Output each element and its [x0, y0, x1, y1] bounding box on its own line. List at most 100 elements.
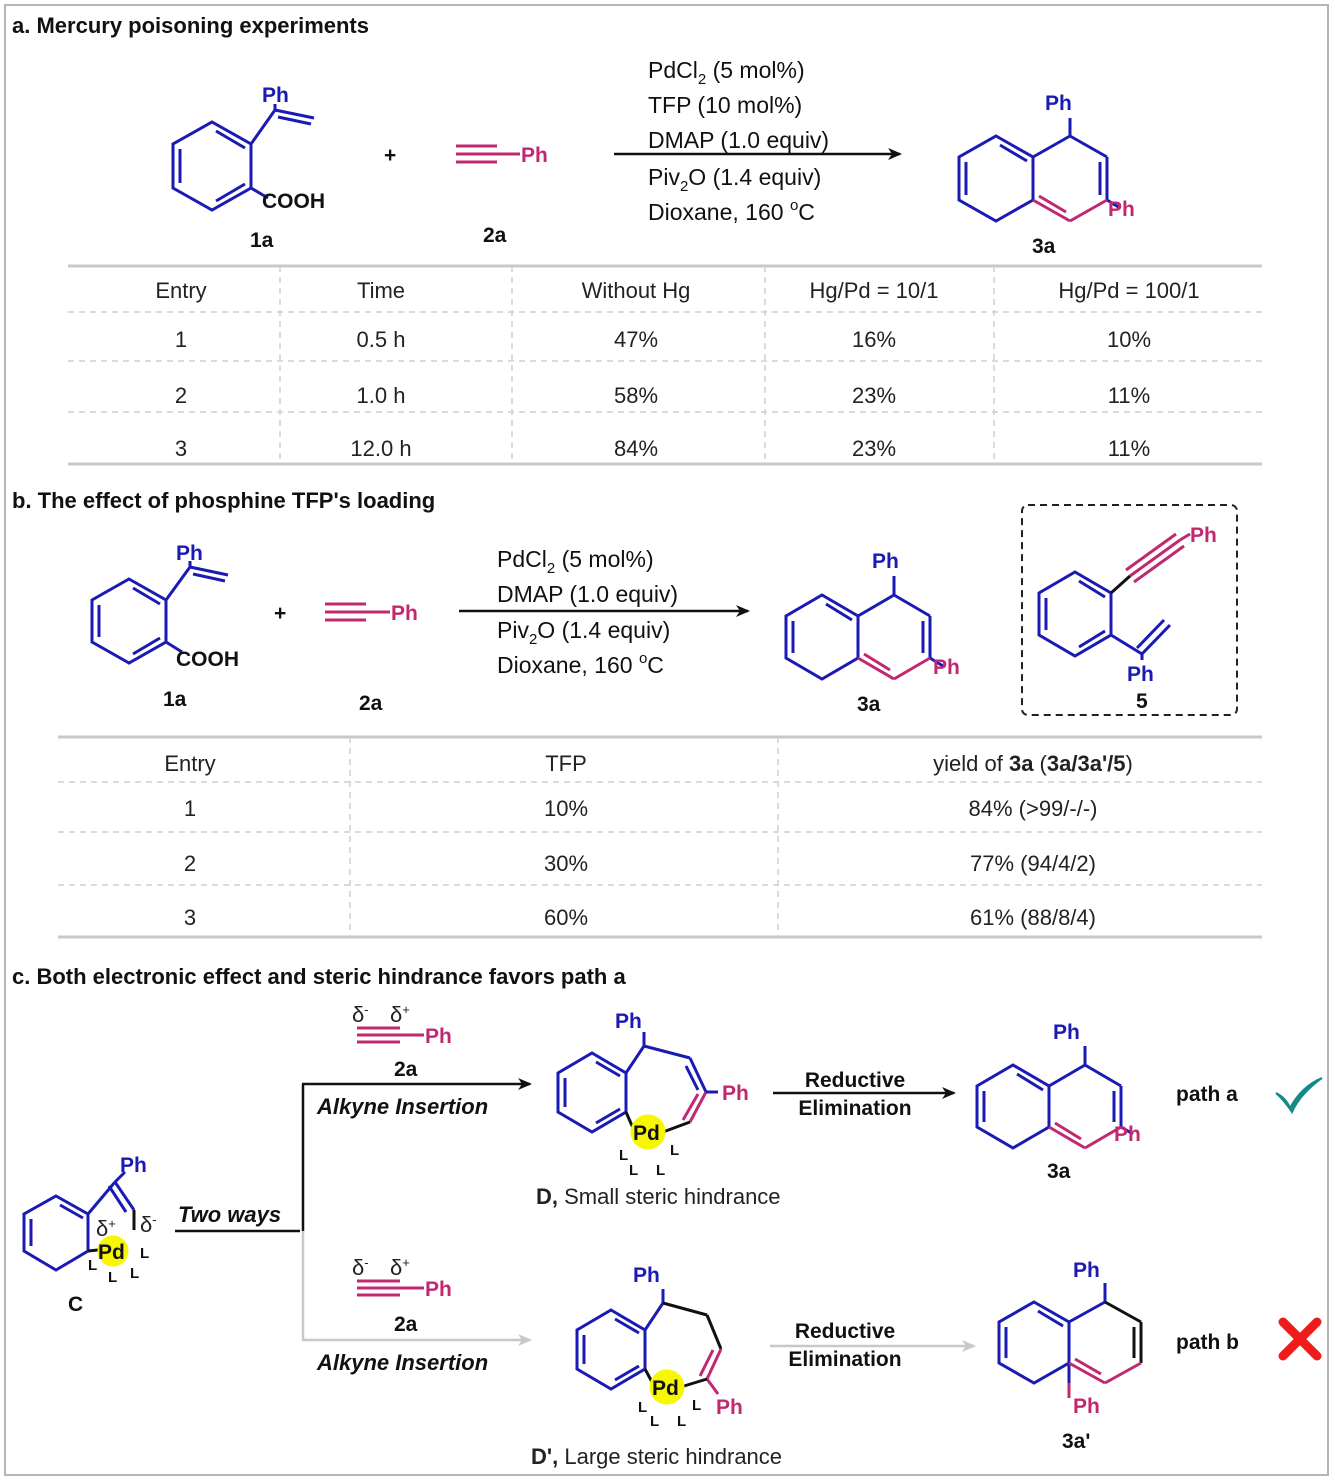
cond-a-3: DMAP (1.0 equiv): [648, 127, 829, 153]
table-a-cell: 11%: [1108, 383, 1150, 408]
table-b-header-yield: yield of 3a (3a/3a'/5): [933, 751, 1133, 776]
section-a-title: a. Mercury poisoning experiments: [12, 13, 369, 38]
intermediate-C-label: C: [68, 1293, 83, 1316]
intermediate-C-pd: Pd: [98, 1241, 125, 1264]
cond-a-2: TFP (10 mol%): [648, 92, 802, 118]
product-3a-c-ph-side: Ph: [1114, 1123, 1141, 1146]
table-b: [58, 735, 1262, 939]
cross-icon: [1278, 1317, 1322, 1361]
table-a-cell: 3: [175, 436, 187, 461]
alkyne-2a-label: 2a: [483, 224, 507, 247]
re-a-line2: Elimination: [798, 1097, 911, 1120]
ligand-Dp-2: L: [650, 1413, 659, 1430]
cond-a-5: Dioxane, 160 oC: [648, 197, 815, 225]
product-3a-prime-ph-bottom: Ph: [1073, 1395, 1100, 1418]
path-a-label: path a: [1176, 1083, 1238, 1106]
product-3a-b-ph-side: Ph: [933, 656, 960, 679]
plus-b: +: [274, 602, 286, 625]
ligand-D-3: L: [656, 1162, 665, 1179]
product-3a-ph-top: Ph: [1045, 92, 1072, 115]
intermediate-D-structure: [556, 1032, 718, 1150]
intermediate-D-caption: D, Small steric hindrance: [536, 1184, 781, 1209]
table-a-cell: 84%: [614, 436, 658, 461]
table-a-cell: 1.0 h: [357, 383, 406, 408]
table-a-cell: 10%: [1107, 327, 1151, 352]
table-a-cell: 2: [175, 383, 187, 408]
table-b-header: TFP: [545, 751, 587, 776]
reactant-1a-structure: [171, 104, 315, 212]
re-b-line1: Reductive: [795, 1320, 895, 1343]
insertion-b-label: Alkyne Insertion: [316, 1350, 488, 1375]
cond-a-4: Piv2O (1.4 equiv): [648, 164, 821, 195]
reagent-a-label: 2a: [394, 1058, 418, 1081]
intermediate-C-structure: [22, 1170, 136, 1272]
table-a-cell: 16%: [852, 327, 896, 352]
reagent-b-label: 2a: [394, 1313, 418, 1336]
cond-b-4: Dioxane, 160 oC: [497, 650, 664, 678]
reactant-1a-b-cooh: COOH: [176, 648, 239, 671]
side-product-5-structure: [1037, 532, 1191, 660]
table-b-cell: 30%: [544, 851, 588, 876]
ligand-Dp-1: L: [638, 1399, 647, 1416]
reactant-1a-b-label: 1a: [163, 688, 187, 711]
table-a-cell: 12.0 h: [350, 436, 411, 461]
side-product-5-label: 5: [1136, 690, 1148, 713]
table-b-cell: 60%: [544, 905, 588, 930]
table-a-cell: 58%: [614, 383, 658, 408]
reactant-1a-ph: Ph: [262, 84, 289, 107]
product-3a-c-ph-top: Ph: [1053, 1021, 1080, 1044]
reactant-1a-label: 1a: [250, 229, 274, 252]
product-3a-b-structure: [784, 576, 944, 681]
reagent-a-delta-plus: δ+: [390, 1002, 410, 1027]
table-a-cell: 23%: [852, 383, 896, 408]
side-product-5-ph-bottom: Ph: [1127, 663, 1154, 686]
alkyne-2a-b-label: 2a: [359, 692, 383, 715]
table-a-cell: 47%: [614, 327, 658, 352]
intermediate-Dprime-ph-top: Ph: [633, 1264, 660, 1287]
intermediate-D-pd: Pd: [633, 1122, 660, 1145]
table-a-header: Hg/Pd = 100/1: [1058, 278, 1199, 303]
table-a-header: Without Hg: [582, 278, 691, 303]
intermediate-Dprime-pd: Pd: [652, 1377, 679, 1400]
intermediate-C-delta-plus: δ+: [96, 1216, 116, 1241]
ligand-D-2: L: [629, 1162, 638, 1179]
product-3a-c-label: 3a: [1047, 1160, 1071, 1183]
table-a-header: Hg/Pd = 10/1: [809, 278, 938, 303]
table-a-header: Time: [357, 278, 405, 303]
ligand-2: L: [108, 1269, 117, 1286]
reagent-b-delta-minus: δ-: [352, 1255, 369, 1280]
section-b-title: b. The effect of phosphine TFP's loading: [12, 488, 435, 513]
reagent-a-delta-minus: δ-: [352, 1002, 369, 1027]
table-a-cell: 0.5 h: [357, 327, 406, 352]
two-ways-label: Two ways: [178, 1202, 281, 1227]
reagent-b-alkyne: [357, 1279, 424, 1297]
table-b-cell: 61% (88/8/4): [970, 905, 1096, 930]
alkyne-2a-structure: [456, 144, 520, 164]
reagent-a-ph: Ph: [425, 1025, 452, 1048]
product-3a-ph-side: Ph: [1108, 198, 1135, 221]
re-a-line1: Reductive: [805, 1069, 905, 1092]
product-3a-prime-ph-top: Ph: [1073, 1259, 1100, 1282]
intermediate-D-ph-side: Ph: [722, 1082, 749, 1105]
table-b-cell: 10%: [544, 796, 588, 821]
intermediate-C-delta-minus: δ-: [140, 1212, 157, 1237]
table-a-cell: 11%: [1108, 436, 1150, 461]
ligand-1: L: [88, 1257, 97, 1274]
figure-border: [4, 4, 1329, 1476]
reagent-b-ph: Ph: [425, 1278, 452, 1301]
ligand-4: L: [140, 1245, 149, 1262]
product-3a-structure: [957, 118, 1121, 223]
intermediate-Dprime-structure: [575, 1289, 723, 1405]
table-b-cell: 3: [184, 905, 196, 930]
alkyne-2a-ph: Ph: [521, 144, 548, 167]
path-b-label: path b: [1176, 1331, 1239, 1354]
section-c-title: c. Both electronic effect and steric hin…: [12, 964, 626, 989]
table-a-cell: 1: [175, 327, 187, 352]
intermediate-D-ph-top: Ph: [615, 1010, 642, 1033]
plus-a: +: [384, 144, 396, 167]
alkyne-2a-b-structure: [325, 602, 390, 622]
